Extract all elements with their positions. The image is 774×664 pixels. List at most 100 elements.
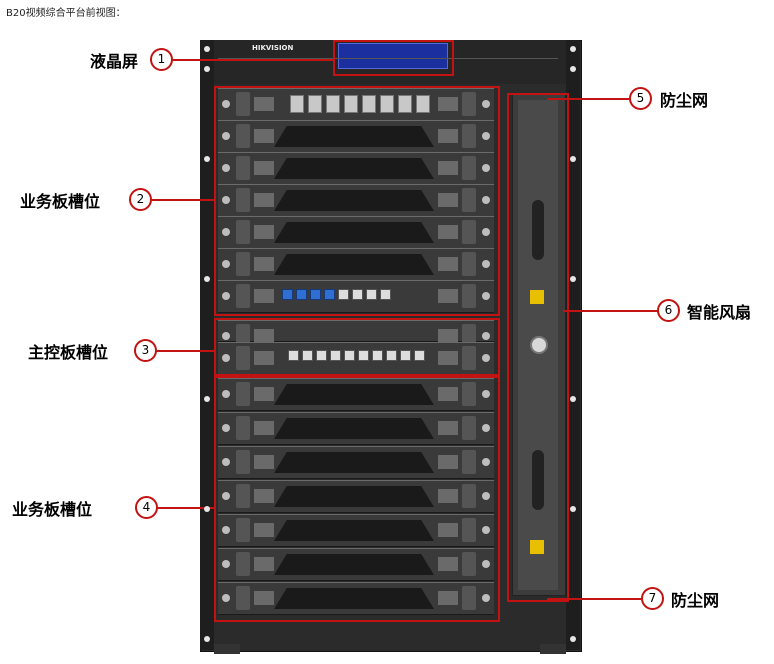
screw-icon	[222, 458, 230, 466]
callout-label-4: 业务板槽位	[12, 500, 93, 519]
leader-line-2	[152, 199, 216, 201]
io-port-group	[282, 289, 391, 303]
board-slot	[218, 152, 494, 185]
board-latch-icon	[462, 346, 476, 370]
screw-icon	[222, 260, 230, 268]
highlight-box-lcd	[333, 40, 454, 76]
board-latch-icon	[462, 552, 476, 576]
board-slot	[218, 248, 494, 281]
main-control-port-group	[288, 350, 425, 364]
top-divider	[218, 58, 558, 59]
mounting-hole-icon	[204, 506, 210, 512]
leader-line-5	[547, 98, 629, 100]
mounting-hole-icon	[204, 66, 210, 72]
board-latch-icon	[236, 346, 250, 370]
sfp-port-icon	[344, 95, 358, 113]
screw-icon	[222, 228, 230, 236]
highlight-box-service-slots-top	[214, 86, 500, 316]
board-label-plate	[438, 329, 458, 343]
screw-icon	[482, 100, 490, 108]
board-slot	[218, 120, 494, 153]
left-mounting-rail	[200, 40, 214, 650]
board-label-plate	[254, 421, 274, 435]
usb-port-icon	[296, 289, 307, 300]
screw-icon	[482, 132, 490, 140]
board-label-plate	[438, 351, 458, 365]
screw-icon	[222, 332, 230, 340]
board-latch-icon	[236, 252, 250, 276]
usb-port-icon	[324, 289, 335, 300]
board-latch-icon	[236, 382, 250, 406]
screw-icon	[482, 560, 490, 568]
screw-icon	[482, 354, 490, 362]
highlight-box-service-slots-bottom	[214, 376, 500, 622]
screw-icon	[482, 526, 490, 534]
leader-line-3	[156, 350, 216, 352]
lcd-screen	[338, 43, 448, 69]
board-latch-icon	[462, 450, 476, 474]
ethernet-port-icon	[330, 350, 341, 361]
highlight-box-fan-tray	[507, 93, 569, 602]
board-label-plate	[438, 591, 458, 605]
board-label-plate	[438, 489, 458, 503]
sfp-port-icon	[326, 95, 340, 113]
screw-icon	[482, 458, 490, 466]
sfp-port-group	[290, 95, 430, 113]
callout-badge-4: 4	[135, 496, 158, 519]
board-slot	[218, 320, 494, 348]
callout-badge-2: 2	[129, 188, 152, 211]
board-label-plate	[254, 387, 274, 401]
board-latch-icon	[462, 284, 476, 308]
screw-icon	[482, 332, 490, 340]
mounting-hole-icon	[570, 66, 576, 72]
board-faceplate	[274, 158, 434, 179]
board-slot	[218, 548, 494, 581]
board-latch-icon	[236, 518, 250, 542]
callout-label-3: 主控板槽位	[28, 343, 109, 362]
board-slot	[218, 184, 494, 217]
board-latch-icon	[462, 484, 476, 508]
leader-line-6	[563, 310, 659, 312]
sfp-port-icon	[308, 95, 322, 113]
screw-icon	[222, 594, 230, 602]
board-slot	[218, 412, 494, 445]
board-latch-icon	[236, 416, 250, 440]
board-latch-icon	[236, 188, 250, 212]
callout-badge-7: 7	[641, 587, 664, 610]
board-label-plate	[254, 225, 274, 239]
board-label-plate	[438, 523, 458, 537]
callout-badge-1: 1	[150, 48, 173, 71]
sfp-port-icon	[398, 95, 412, 113]
mounting-hole-icon	[570, 276, 576, 282]
mounting-hole-icon	[204, 636, 210, 642]
screw-icon	[482, 292, 490, 300]
screw-icon	[222, 492, 230, 500]
screw-icon	[222, 164, 230, 172]
screw-icon	[222, 292, 230, 300]
mounting-hole-icon	[204, 276, 210, 282]
board-label-plate	[438, 557, 458, 571]
leader-line-1	[172, 59, 334, 61]
mounting-hole-icon	[570, 396, 576, 402]
screw-icon	[222, 196, 230, 204]
ethernet-port-icon	[372, 350, 383, 361]
board-label-plate	[438, 289, 458, 303]
ethernet-port-icon	[358, 350, 369, 361]
callout-badge-3: 3	[134, 339, 157, 362]
sfp-port-icon	[362, 95, 376, 113]
board-label-plate	[438, 193, 458, 207]
board-label-plate	[254, 489, 274, 503]
board-latch-icon	[462, 518, 476, 542]
fan-handle-icon	[532, 200, 544, 260]
callout-label-6: 智能风扇	[687, 303, 752, 322]
board-label-plate	[438, 257, 458, 271]
right-mounting-rail	[566, 40, 580, 650]
board-latch-icon	[462, 252, 476, 276]
board-faceplate	[274, 222, 434, 243]
screw-icon	[222, 132, 230, 140]
usb-port-icon	[310, 289, 321, 300]
chassis-foot	[214, 644, 240, 654]
board-label-plate	[254, 455, 274, 469]
screw-icon	[482, 424, 490, 432]
board-label-plate	[254, 557, 274, 571]
